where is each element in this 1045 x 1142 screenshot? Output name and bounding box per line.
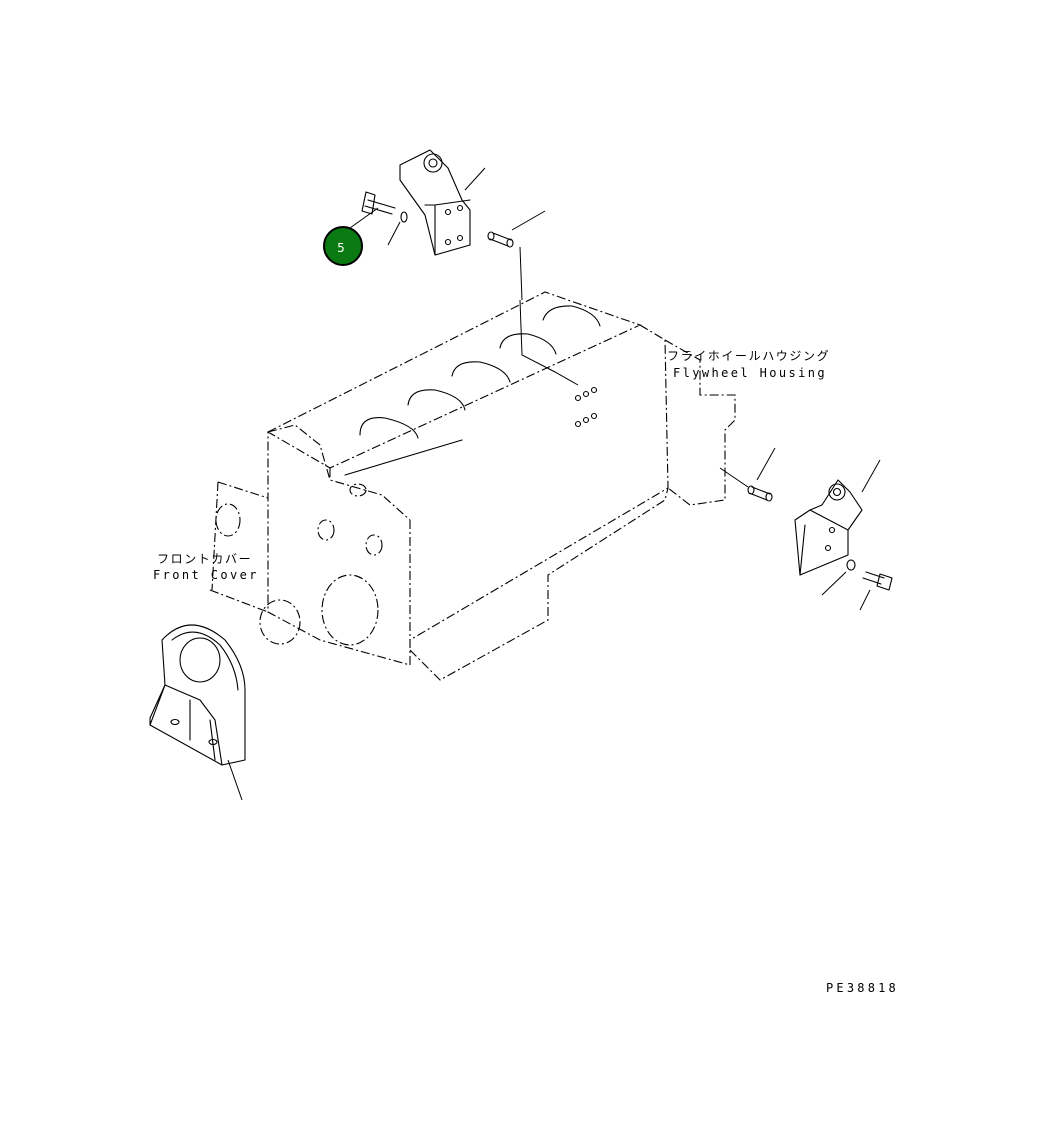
front-cover-label-en: Front Cover [153, 568, 259, 582]
upper-mount-bracket [361, 149, 514, 256]
engine-block [209, 291, 736, 681]
drawing-code: PE38818 [826, 981, 899, 995]
rear-mount-bracket [747, 479, 893, 591]
part-callout-5[interactable]: 5 [323, 226, 363, 266]
front-cover-label-jp: フロントカバー [157, 552, 253, 566]
leader-lines [227, 167, 881, 801]
front-mount-bracket [149, 624, 246, 766]
flywheel-housing-label-en: Flywheel Housing [673, 366, 827, 380]
callout-number: 5 [337, 241, 345, 255]
flywheel-housing-label-jp: フライホイールハウジング [667, 349, 831, 363]
